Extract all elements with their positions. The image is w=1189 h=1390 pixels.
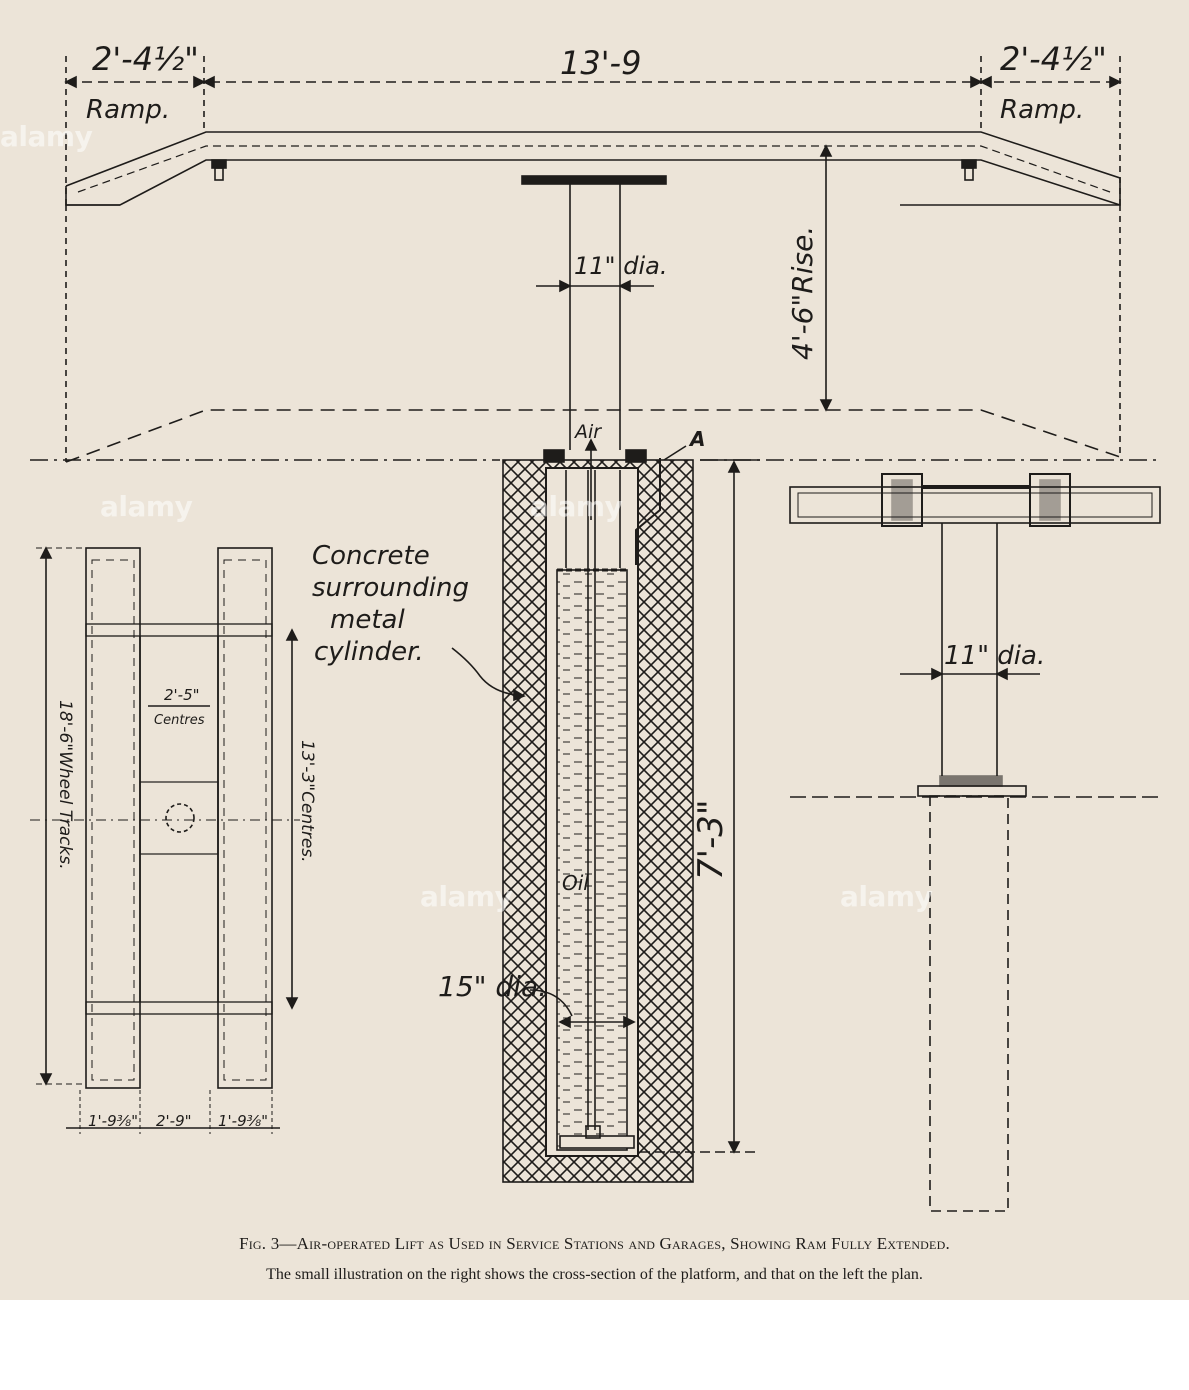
- watermark: alamy: [100, 490, 193, 523]
- plan-dimension-left: 1'-9⅜": [88, 1112, 138, 1130]
- ramp-right-label: Ramp.: [1000, 95, 1084, 125]
- top-center-dimension: 13'-9: [560, 44, 641, 82]
- ramp-left-label: Ramp.: [86, 95, 170, 125]
- cylinder-diameter-label: 15" dia.: [438, 970, 547, 1003]
- lift-diagram: 2'-4½" 13'-9 2'-4½" Ramp. Ramp. 4'-6"Ris…: [30, 40, 1161, 1212]
- wheel-tracks-label: 18'-6"Wheel Tracks.: [55, 700, 75, 870]
- top-left-dimension: 2'-4½": [92, 40, 199, 78]
- point-a-label: A: [688, 427, 705, 451]
- ram-diameter-label: 11" dia.: [574, 252, 667, 280]
- footer-band: [0, 1300, 1189, 1390]
- oil-label: Oil: [562, 871, 589, 895]
- page: 2'-4½" 13'-9 2'-4½" Ramp. Ramp. 4'-6"Ris…: [0, 0, 1189, 1300]
- concrete-label-line1: Concrete: [312, 541, 430, 571]
- watermark: alamy: [530, 490, 623, 523]
- plan-dimension-center: 2'-9": [156, 1112, 192, 1130]
- figure-caption-title: Fig. 3—Air-operated Lift as Used in Serv…: [239, 1234, 950, 1253]
- concrete-label-line4: cylinder.: [314, 637, 424, 667]
- section-diameter-label: 11" dia.: [944, 641, 1045, 671]
- plan-dimension-right: 1'-9⅜": [218, 1112, 268, 1130]
- concrete-label-line3: metal: [330, 605, 405, 635]
- watermark: alamy: [420, 880, 513, 913]
- concrete-label-line2: surrounding: [312, 573, 469, 603]
- watermark: alamy: [840, 880, 933, 913]
- rise-label: 4'-6"Rise.: [786, 226, 819, 360]
- plan-centres-top: 2'-5": [164, 686, 200, 704]
- air-label: Air: [573, 421, 602, 443]
- top-right-dimension: 2'-4½": [1000, 40, 1107, 78]
- plan-centres-bottom: Centres: [154, 713, 205, 728]
- depth-label: 7'-3": [691, 799, 731, 880]
- figure-caption-subtitle: The small illustration on the right show…: [266, 1266, 923, 1283]
- plan-centres-vertical: 13'-3"Centres.: [297, 740, 317, 863]
- watermark: alamy: [0, 120, 93, 153]
